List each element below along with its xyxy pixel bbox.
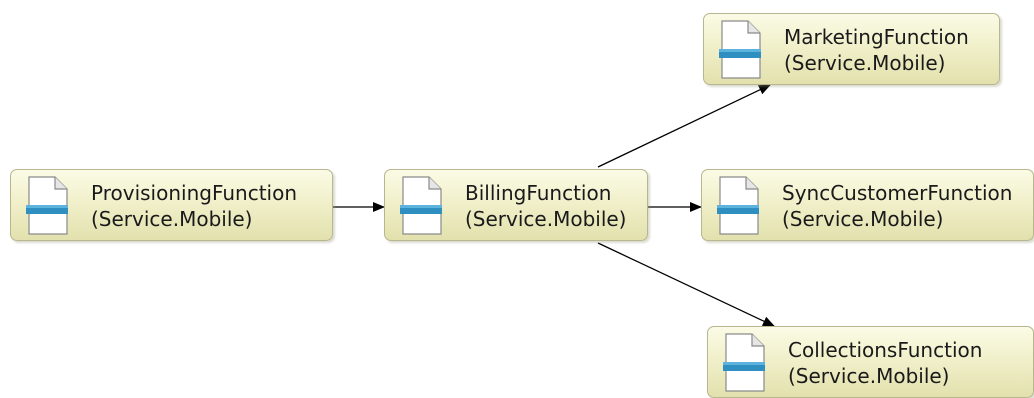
document-icon [719, 20, 761, 79]
node-subtitle: (Service.Mobile) [465, 207, 627, 231]
node-subtitle: (Service.Mobile) [782, 207, 944, 231]
node-name: BillingFunction [465, 181, 612, 205]
node-name: SyncCustomerFunction [782, 181, 1013, 205]
node-provisioning-function[interactable]: ProvisioningFunction (Service.Mobile) [10, 169, 333, 241]
node-name: MarketingFunction [784, 25, 969, 49]
document-icon [717, 176, 759, 235]
node-sync-customer-function[interactable]: SyncCustomerFunction (Service.Mobile) [701, 169, 1034, 241]
node-billing-function[interactable]: BillingFunction (Service.Mobile) [384, 169, 648, 241]
edge-billing-to-marketing [597, 84, 771, 168]
document-icon [400, 176, 442, 235]
node-subtitle: (Service.Mobile) [784, 51, 946, 75]
node-name: CollectionsFunction [788, 338, 983, 362]
node-marketing-function[interactable]: MarketingFunction (Service.Mobile) [703, 13, 1000, 85]
node-subtitle: (Service.Mobile) [788, 364, 950, 388]
node-subtitle: (Service.Mobile) [91, 207, 253, 231]
node-name: ProvisioningFunction [91, 181, 298, 205]
edge-billing-to-collections [597, 242, 775, 327]
node-collections-function[interactable]: CollectionsFunction (Service.Mobile) [707, 326, 1034, 398]
document-icon [723, 333, 765, 392]
document-icon [26, 176, 68, 235]
